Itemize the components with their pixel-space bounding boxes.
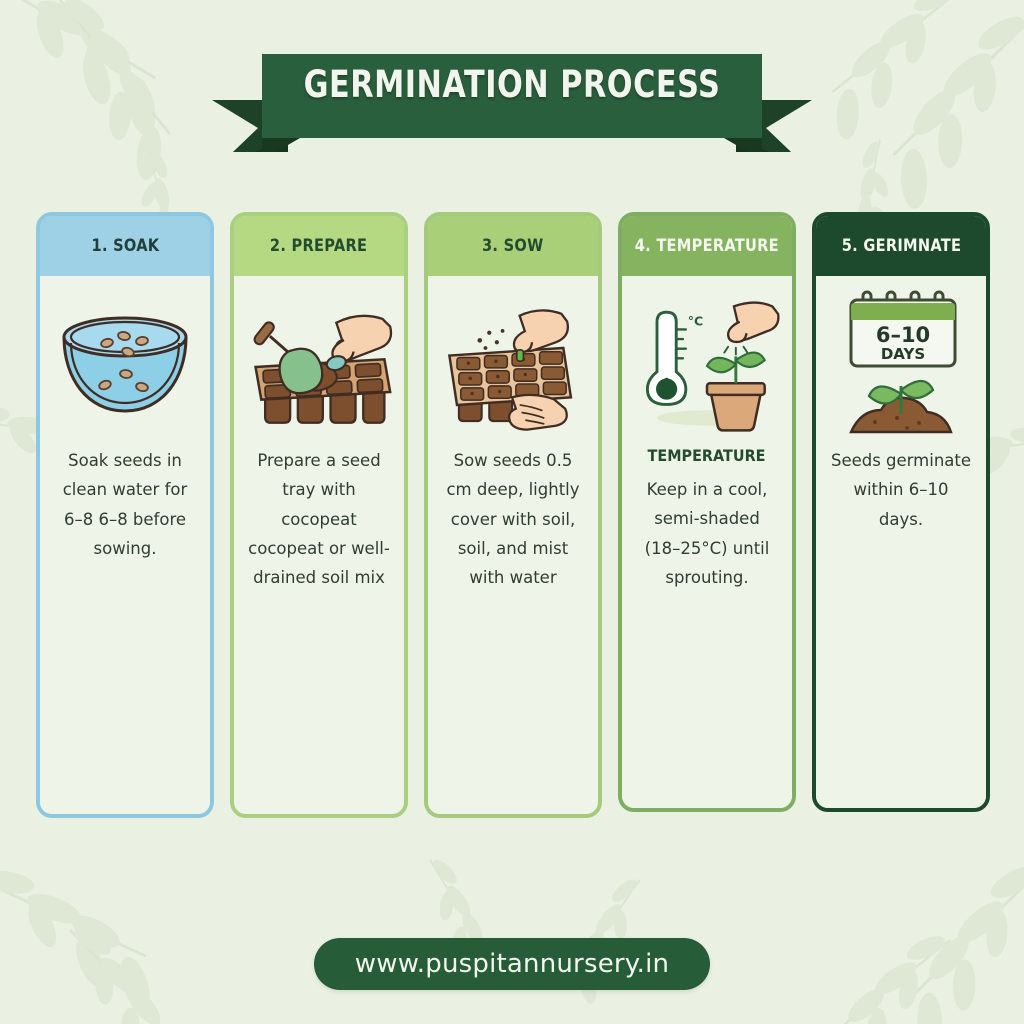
website-url-pill[interactable]: www.puspitannursery.in: [314, 938, 710, 990]
calendar-and-sprout-icon: 6–10 DAYS: [826, 286, 976, 446]
step-header-soak: 1. SOAK: [40, 216, 210, 276]
step-header-label: 5. GERIMNATE: [841, 236, 961, 256]
step-header-temperature: 4. TEMPERATURE: [622, 216, 792, 276]
calendar-days-range: 6–10: [876, 323, 930, 347]
title-ribbon: GERMINATION PROCESS: [0, 42, 1024, 152]
calendar-days-unit: DAYS: [881, 345, 925, 363]
step-body-germinate: 6–10 DAYS Seeds germinate within 6–10 da…: [816, 276, 986, 808]
step-description: Sow seeds 0.5 cm deep, lightly cover wit…: [446, 451, 580, 588]
step-card-soak[interactable]: 1. SOAK: [36, 212, 214, 818]
step-header-label: 3. SOW: [482, 236, 544, 256]
website-url-label: www.puspitannursery.in: [354, 949, 670, 979]
thermometer-unit-label: °C: [688, 314, 703, 329]
step-body-soak: Soak seeds in clean water for 6–8 6–8 be…: [40, 276, 210, 814]
step-description: Seeds germinate within 6–10 days.: [830, 451, 972, 529]
step-body-temperature: °C TEMP: [622, 276, 792, 808]
step-subheading: TEMPERATURE: [648, 446, 766, 465]
steps-row: 1. SOAK: [36, 212, 990, 818]
step-card-prepare[interactable]: 2. PREPARE: [230, 212, 408, 818]
step-header-label: 4. TEMPERATURE: [634, 236, 780, 256]
step-card-germinate[interactable]: 5. GERIMNATE 6–10 DAYS: [812, 212, 990, 812]
step-body-sow: Sow seeds 0.5 cm deep, lightly cover wit…: [428, 276, 598, 814]
step-description: Keep in a cool, semi-shaded (18–25°C) un…: [644, 480, 770, 588]
step-header-label: 2. PREPARE: [270, 236, 368, 256]
step-description: Prepare a seed tray with cocopeat cocope…: [248, 451, 390, 588]
thermometer-and-watered-seedling-icon: °C: [632, 286, 782, 446]
step-card-temperature[interactable]: 4. TEMPERATURE °C: [618, 212, 796, 812]
step-header-germinate: 5. GERIMNATE: [816, 216, 986, 276]
step-body-prepare: Prepare a seed tray with cocopeat cocope…: [234, 276, 404, 814]
step-card-sow[interactable]: 3. SOW: [424, 212, 602, 818]
step-header-label: 1. SOAK: [91, 236, 159, 256]
seed-tray-with-trowel-icon: [244, 286, 394, 446]
step-header-prepare: 2. PREPARE: [234, 216, 404, 276]
step-header-sow: 3. SOW: [428, 216, 598, 276]
hands-sowing-seeds-in-tray-icon: [438, 286, 588, 446]
page-title: GERMINATION PROCESS: [303, 62, 721, 106]
bowl-of-soaking-seeds-icon: [50, 286, 200, 446]
step-description: Soak seeds in clean water for 6–8 6–8 be…: [62, 451, 188, 559]
